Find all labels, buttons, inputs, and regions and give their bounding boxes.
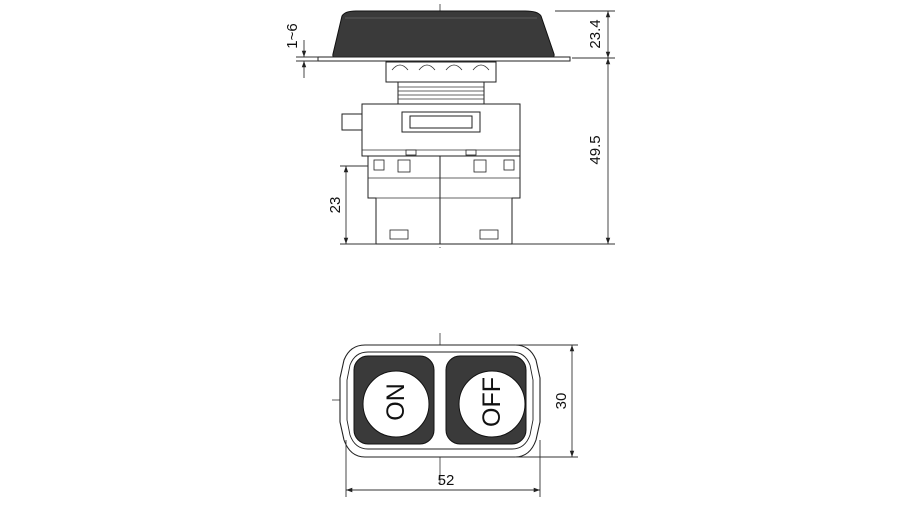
dim-height-block: 23 [327, 165, 376, 245]
dim-front-height: 30 [515, 344, 578, 458]
dim-height-total: 49.5 [512, 58, 615, 245]
on-button-label: ON [382, 383, 410, 421]
threaded-neck [397, 81, 485, 105]
contact-blocks [367, 155, 521, 245]
side-view: 1~6 23.4 49.5 23 [284, 4, 615, 248]
off-button-label: OFF [478, 377, 506, 427]
off-button-face[interactable] [458, 370, 526, 438]
on-button-face[interactable] [362, 370, 430, 438]
ring-nut [385, 61, 497, 83]
mounting-body [341, 103, 521, 157]
dim-front-height-label: 30 [553, 393, 570, 410]
dim-height-top: 23.4 [555, 10, 615, 59]
front-view: ON OFF 52 30 [332, 333, 578, 497]
bezel-plate [317, 56, 571, 62]
dim-bezel-gap: 1~6 [284, 23, 318, 78]
dim-height-block-label: 23 [327, 197, 344, 214]
dim-width-label: 52 [438, 472, 455, 489]
dim-width: 52 [345, 440, 541, 497]
dim-height-total-label: 49.5 [587, 135, 604, 164]
dim-bezel-gap-label: 1~6 [284, 23, 301, 48]
dim-height-top-label: 23.4 [587, 19, 604, 48]
